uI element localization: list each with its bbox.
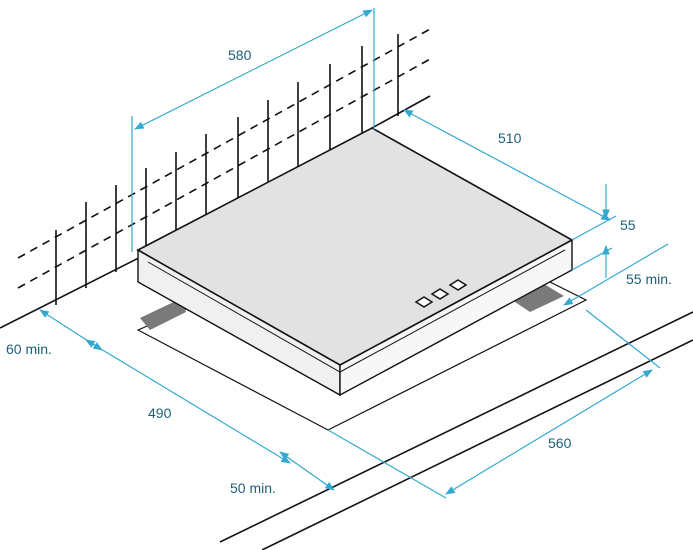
- hob: [136, 127, 574, 397]
- dimension-510: 510: [403, 109, 617, 241]
- mounting-insert-left: [140, 298, 186, 330]
- hob-bottom-edge: [147, 249, 566, 373]
- dimension-label-55-min: 55 min.: [626, 271, 672, 287]
- dimension-50-min: 50 min.: [230, 451, 335, 496]
- knob-icon: [414, 296, 434, 308]
- dimension-55-height: 55: [571, 184, 636, 278]
- dimension-label-50-min: 50 min.: [230, 480, 276, 496]
- dimension-label-60-min: 60 min.: [6, 341, 52, 357]
- mounting-insert-right: [512, 284, 564, 312]
- dimension-560: 560: [327, 309, 661, 499]
- dimension-label-510: 510: [498, 130, 522, 146]
- dimension-55-min: 55 min.: [563, 243, 672, 306]
- dimension-label-55: 55: [620, 217, 636, 233]
- dimension-label-560: 560: [548, 435, 572, 451]
- control-knobs: [414, 279, 468, 308]
- dimension-label-580: 580: [228, 47, 252, 63]
- knob-icon: [448, 279, 468, 291]
- knob-icon: [430, 288, 450, 300]
- dimension-580: 580: [131, 8, 375, 252]
- hob-glass-top: [136, 127, 574, 366]
- watermark: catalog.onliner.by: [577, 524, 676, 537]
- dimension-label-490: 490: [148, 405, 172, 421]
- dimension-490: 490: [85, 339, 291, 464]
